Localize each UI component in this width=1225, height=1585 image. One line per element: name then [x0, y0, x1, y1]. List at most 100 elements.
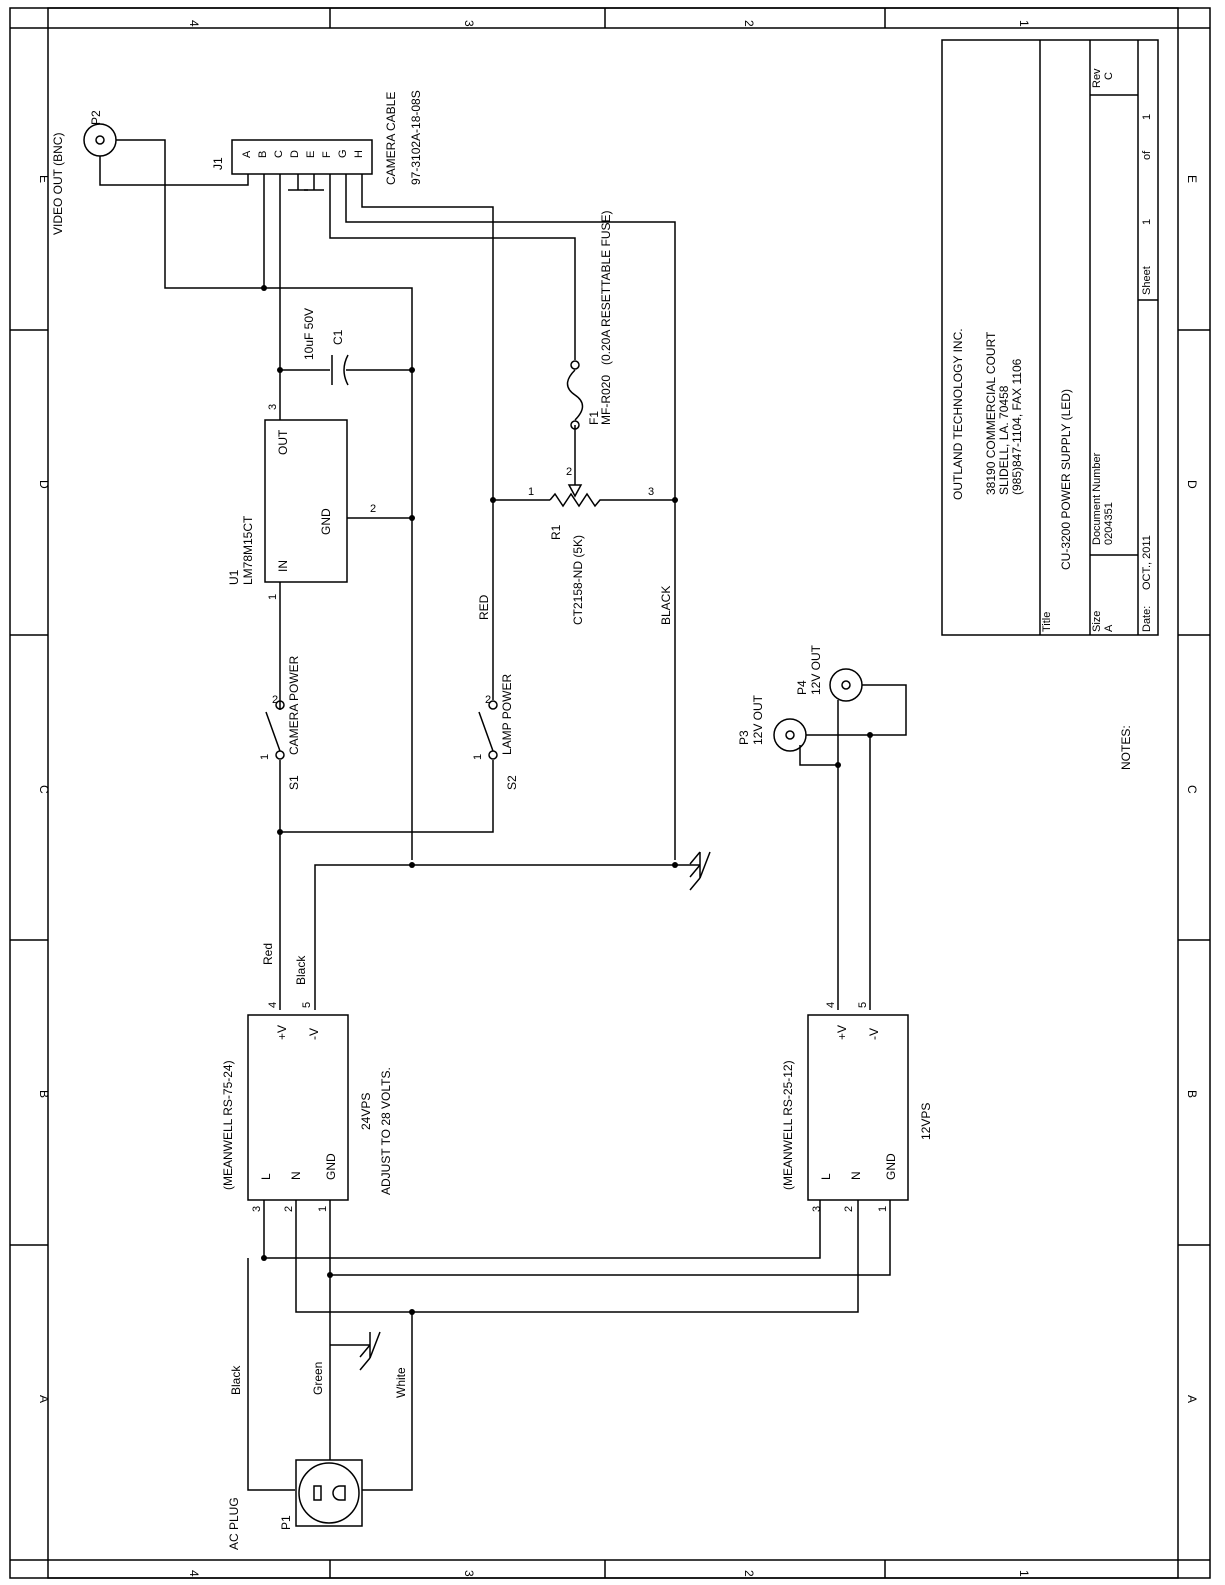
u1-pin-gnd: GND [319, 508, 333, 535]
j1-connector: J1 A B C D E F G H CAMERA CABLE 97-3102A… [211, 90, 423, 185]
s2-pin-2: 2 [485, 694, 491, 706]
j1-pin-d: D [289, 150, 301, 158]
rev-label: Rev [1091, 68, 1103, 88]
ps24-n3: 3 [251, 1206, 263, 1212]
wire-label-ac-white: White [394, 1367, 408, 1398]
title-block: OUTLAND TECHNOLOGY INC. 38190 COMMERCIAL… [941, 39, 1159, 636]
s2-label: LAMP POWER [500, 674, 514, 755]
ps12-pin-vminus: -V [867, 1028, 881, 1040]
p2-bnc-connector: P2 VIDEO OUT (BNC) [51, 110, 117, 235]
zone-row-a-right: A [1185, 1395, 1199, 1403]
r1-ref: R1 [549, 524, 563, 540]
s2-ref: S2 [505, 775, 519, 790]
p2-label: VIDEO OUT (BNC) [51, 133, 65, 235]
c1-ref: C1 [331, 329, 345, 345]
wire-label-black: BLACK [659, 586, 673, 625]
wire-label-red: RED [477, 594, 491, 620]
u1-pin-2: 2 [370, 503, 376, 515]
drawing-title: CU-3200 POWER SUPPLY (LED) [1059, 389, 1073, 570]
ps24-pin-gnd: GND [324, 1153, 338, 1180]
p3-label: 12V OUT [751, 694, 765, 745]
zone-row-d-left: D [37, 480, 51, 489]
ac-ground-icon [359, 1331, 381, 1371]
ps12-power-supply: (MEANWELL RS-25-12) 12VPS L N GND +V -V … [781, 1002, 933, 1212]
s1-pin-2: 2 [272, 694, 278, 706]
wire-label-black-lower: Black [294, 955, 308, 985]
wiring [99, 139, 907, 1491]
r1-pin-1: 1 [528, 486, 534, 498]
zone-col-1-top: 1 [1017, 20, 1031, 27]
p3-bnc-connector: P3 12V OUT [737, 694, 807, 752]
ps24-note: ADJUST TO 28 VOLTS. [379, 1067, 393, 1195]
date-label: Date: [1141, 606, 1153, 632]
notes-label: NOTES: [1119, 725, 1133, 770]
j1-pin-h: H [353, 150, 365, 158]
ps24-pin-vplus: +V [275, 1025, 289, 1040]
date-value: OCT., 2011 [1141, 535, 1153, 590]
u1-pin-out: OUT [276, 429, 290, 455]
title-label: Title [1041, 612, 1053, 632]
p4-ref: P4 [795, 680, 809, 695]
s2-switch: 2 1 LAMP POWER S2 [472, 674, 519, 790]
f1-fuse: F1 MF-R020 (0.20A RESETTABLE FUSE) [566, 211, 613, 430]
u1-part: LM78M15CT [241, 515, 255, 585]
j1-ref: J1 [211, 157, 225, 170]
ps12-pin-n: N [849, 1171, 863, 1180]
zone-row-a-left: A [37, 1395, 51, 1403]
inner-border [47, 7, 1179, 1579]
c1-pin-3: 3 [267, 404, 279, 410]
ps12-part: (MEANWELL RS-25-12) [781, 1060, 795, 1190]
s1-ref: S1 [287, 775, 301, 790]
size-label: Size [1091, 611, 1103, 632]
ps12-n4: 4 [825, 1002, 837, 1008]
zone-row-b-right: B [1185, 1090, 1199, 1098]
p3-ref: P3 [737, 730, 751, 745]
ps24-n4: 4 [267, 1002, 279, 1008]
s1-switch: 2 1 CAMERA POWER S1 [259, 655, 301, 790]
u1-ref: U1 [227, 569, 241, 585]
zone-col-4-bottom: 4 [187, 1570, 201, 1577]
size-value: A [1103, 624, 1115, 632]
ps24-pin-vminus: -V [307, 1028, 321, 1040]
ps24-name: 24VPS [359, 1093, 373, 1130]
ps24-pin-n: N [289, 1171, 303, 1180]
zone-labels: 4 3 2 1 4 3 2 1 E D C B A E D C B A [37, 20, 1199, 1577]
j1-pin-f: F [321, 151, 333, 158]
wire-label-ac-black: Black [229, 1365, 243, 1395]
zone-col-2-top: 2 [742, 20, 756, 27]
u1-pin-1: 1 [267, 594, 279, 600]
zone-row-e-left: E [37, 175, 51, 183]
j1-pin-b: B [257, 151, 269, 158]
s2-pin-1: 1 [472, 754, 484, 760]
document-number-label: Document Number [1091, 452, 1103, 545]
j1-pin-e: E [305, 151, 317, 158]
ps24-n2: 2 [283, 1206, 295, 1212]
zone-col-1-bottom: 1 [1017, 1570, 1031, 1577]
p1-label: AC PLUG [227, 1497, 241, 1550]
zone-row-e-right: E [1185, 175, 1199, 183]
j1-pin-g: G [337, 149, 349, 158]
zone-row-c-right: C [1185, 785, 1199, 794]
p4-bnc-connector: P4 12V OUT [795, 644, 863, 702]
zone-row-c-left: C [37, 785, 51, 794]
c1-value: 10uF 50V [302, 308, 316, 360]
address-line-2: SLIDELL, LA. 70458 [997, 385, 1011, 495]
ps24-pin-l: L [259, 1173, 273, 1180]
ps12-pin-gnd: GND [884, 1153, 898, 1180]
zone-col-2-bottom: 2 [742, 1570, 756, 1577]
u1-regulator: OUT GND IN 2 1 U1 LM78M15CT [227, 419, 376, 600]
f1-desc: (0.20A RESETTABLE FUSE) [599, 211, 613, 366]
document-number: 0204351 [1103, 502, 1115, 545]
company-name: OUTLAND TECHNOLOGY INC. [951, 328, 965, 500]
sheet-value: 1 [1141, 219, 1153, 225]
p4-label: 12V OUT [809, 644, 823, 695]
chassis-ground-icon [689, 851, 711, 891]
zone-col-3-bottom: 3 [462, 1570, 476, 1577]
ps24-n1: 1 [317, 1206, 329, 1212]
u1-pin-in: IN [276, 560, 290, 572]
wire-label-red-lower: Red [261, 943, 275, 965]
ps12-n2: 2 [843, 1206, 855, 1212]
ps12-n1: 1 [877, 1206, 889, 1212]
ps24-n5: 5 [301, 1002, 313, 1008]
